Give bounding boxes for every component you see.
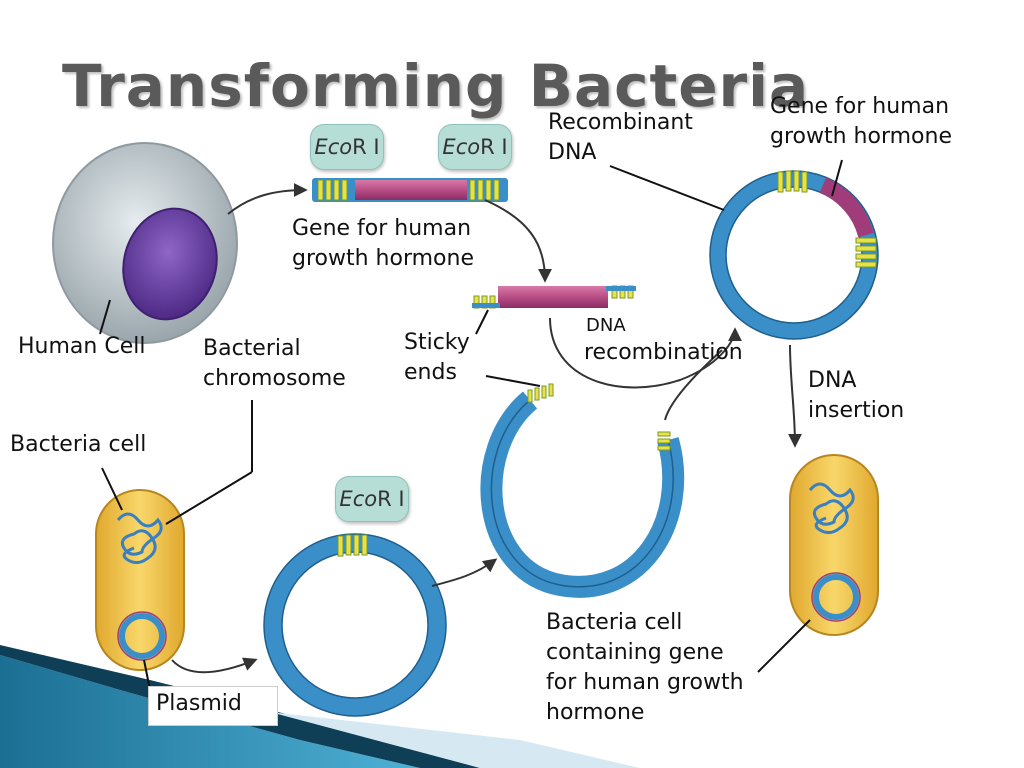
label-bacterial-chromosome-line1: Bacterial bbox=[203, 336, 301, 361]
label-plasmid: Plasmid bbox=[156, 691, 242, 716]
label-bacteria-cell: Bacteria cell bbox=[10, 432, 147, 457]
label-sticky-ends-line1: Sticky bbox=[404, 330, 470, 355]
label-recombinant-line1: Recombinant bbox=[548, 110, 693, 135]
label-dna-recombination-line2: recombination bbox=[584, 340, 743, 365]
label-gene-top-line2: growth hormone bbox=[292, 246, 474, 271]
label-dna-insertion-line1: DNA bbox=[808, 368, 857, 393]
label-containing-line4: hormone bbox=[546, 700, 645, 725]
nucleus bbox=[122, 207, 218, 321]
label-gene-right-line2: growth hormone bbox=[770, 124, 952, 149]
label-recombinant-line2: DNA bbox=[548, 140, 597, 165]
label-dna-recombination-line1: DNA bbox=[586, 315, 626, 336]
label-human-cell: Human Cell bbox=[18, 334, 146, 359]
label-containing-line2: containing gene bbox=[546, 640, 724, 665]
label-bacterial-chromosome-line2: chromosome bbox=[203, 366, 346, 391]
label-dna-insertion-line2: insertion bbox=[808, 398, 905, 423]
label-containing-line3: for human growth bbox=[546, 670, 744, 695]
label-gene-right-line1: Gene for human bbox=[770, 94, 950, 119]
label-sticky-ends-line2: ends bbox=[404, 360, 457, 385]
plasmid-label-box bbox=[148, 686, 278, 726]
slide-title: Transforming Bacteria bbox=[62, 52, 810, 120]
label-containing-line1: Bacteria cell bbox=[546, 610, 683, 635]
label-gene-top-line1: Gene for human bbox=[292, 216, 472, 241]
